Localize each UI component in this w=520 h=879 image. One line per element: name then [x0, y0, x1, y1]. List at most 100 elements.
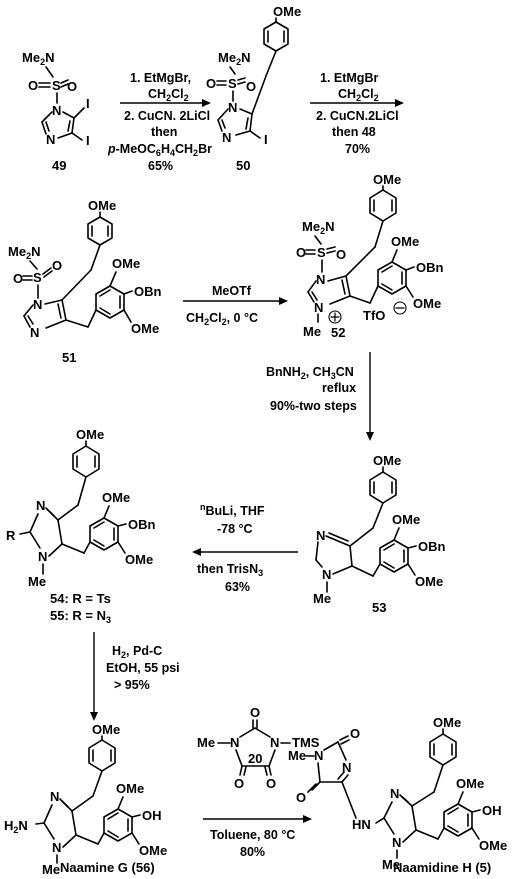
compound-54-label: 54: R = Ts	[50, 591, 111, 606]
reaction-step-5: nBuLi, THF -78 °C then TrisN3 63%	[192, 502, 298, 594]
imidazolone-n-label: N	[314, 748, 323, 763]
step1-reagent-3: p-MeOC6H4CH2Br	[107, 142, 212, 158]
reaction-step-6: H2, Pd-C EtOH, 55 psi > 95%	[90, 632, 180, 721]
compound-5: OMe N HN N Me OMe OH OMe O N	[288, 715, 507, 875]
oxygen-label: O	[246, 79, 256, 94]
benzyloxy-label: OBn	[128, 517, 156, 532]
methoxy-label: OMe	[415, 574, 443, 589]
compound-52-number: 52	[331, 325, 345, 340]
compound-54-55: OMe N R N Me OMe OBn OMe 54: R = Ts 55: …	[6, 427, 156, 625]
hydroxy-label: OH	[482, 803, 502, 818]
step1-reagent-1: 1. EtMgBr,	[130, 71, 191, 85]
step6-yield: > 95%	[114, 678, 150, 692]
iodine-label: I	[86, 133, 90, 148]
reaction-step-2: 1. EtMgBr CH2Cl2 2. CuCN.2LiCl then 48 7…	[310, 71, 404, 156]
sulfur-label: S	[52, 78, 61, 93]
oxygen-label: O	[13, 271, 23, 286]
compound-49-number: 49	[52, 158, 66, 173]
imidazole-n1-label: N	[38, 549, 47, 564]
sulfur-label: S	[317, 245, 326, 260]
compound-56: OMe N H2N N Me OMe OH OMe Naamine G (56)	[4, 722, 167, 877]
oxygen-label: O	[296, 245, 306, 260]
imidazole-n1-label: N	[52, 103, 61, 118]
compound-50: OMe Me2N S O O N N I 50	[206, 4, 301, 173]
triazole-n-label: N	[270, 735, 279, 750]
methoxy-label: OMe	[273, 4, 301, 19]
reaction-step-3: MeOTf CH2Cl2, 0 °C	[183, 284, 288, 327]
n-methyl-label: Me	[197, 735, 215, 750]
oxygen-label: O	[206, 76, 216, 91]
n-methyl-label: Me	[288, 748, 306, 763]
compound-51: OMe Me2N S O O N N OMe OBn	[8, 198, 162, 365]
n-methyl-label: Me	[382, 857, 400, 872]
step2-reagent-2: 2. CuCN.2LiCl	[316, 109, 399, 123]
dimethylamino-label: Me2N	[8, 244, 40, 261]
step6-catalyst: H2, Pd-C	[112, 644, 162, 660]
step5-electrophile: then TrisN3	[197, 562, 263, 578]
methoxy-label: OMe	[92, 722, 120, 737]
methoxy-label: OMe	[373, 453, 401, 468]
dimethylamino-label: Me2N	[218, 50, 250, 67]
reaction-step-7: Toluene, 80 °C 80%	[203, 815, 312, 859]
imidazole-n1-label: N	[33, 297, 42, 312]
hydroxy-label: OH	[142, 808, 162, 823]
methoxy-label: OMe	[131, 321, 159, 336]
oxygen-label: O	[52, 258, 62, 273]
compound-53: OMe N N Me OMe OBn OMe 53	[313, 453, 446, 615]
oxygen-label: O	[250, 705, 260, 720]
dimethylamino-label: Me2N	[302, 219, 334, 236]
imidazolone-n-label: N	[342, 760, 351, 775]
benzyloxy-label: OBn	[418, 539, 446, 554]
compound-20: O N Me N TMS O O 20	[197, 705, 320, 791]
methoxy-label: OMe	[456, 776, 484, 791]
compound-53-number: 53	[372, 600, 386, 615]
step2-solvent: CH2Cl2	[338, 87, 379, 103]
step1-yield: 65%	[148, 159, 173, 173]
step3-conditions: CH2Cl2, 0 °C	[186, 311, 258, 327]
step1-solvent: CH2Cl2	[148, 87, 189, 103]
amide-nh-label: HN	[352, 817, 371, 832]
imidazole-n3-label: N	[222, 130, 231, 145]
step7-yield: 80%	[240, 845, 265, 859]
imidazole-n1-label: N	[316, 272, 325, 287]
step4-reagents: BnNH2, CH3CN	[266, 365, 354, 381]
oxygen-label: O	[234, 776, 244, 791]
step2-reagent-1: 1. EtMgBr	[320, 71, 378, 85]
step2-yield: 70%	[345, 142, 370, 156]
step4-reflux: reflux	[322, 381, 356, 395]
n-methyl-label: Me	[42, 862, 60, 877]
imidazolium-n3-label: N	[314, 300, 323, 315]
imidazole-n3-label: N	[36, 498, 45, 513]
reaction-step-1: 1. EtMgBr, CH2Cl2 2. CuCN. 2LiCl then p-…	[107, 71, 212, 173]
step4-yield: 90%-two steps	[270, 399, 357, 413]
methoxy-label: OMe	[392, 512, 420, 527]
step5-yield: 63%	[225, 580, 250, 594]
step3-reagent: MeOTf	[212, 284, 252, 298]
imidazole-n3-label: N	[50, 789, 59, 804]
n-methyl-label: Me	[313, 591, 331, 606]
n-methyl-label: Me	[28, 574, 46, 589]
trimethylsilyl-label: TMS	[292, 735, 320, 750]
sulfur-label: S	[33, 270, 42, 285]
benzyloxy-label: OBn	[416, 260, 444, 275]
compound-5-name: Naamidine H (5)	[393, 860, 491, 875]
iodine-label: I	[86, 96, 90, 111]
compound-20-number: 20	[248, 751, 262, 766]
step5-base: nBuLi, THF	[200, 502, 265, 518]
compound-50-number: 50	[236, 158, 250, 173]
substituent-r-label: R	[6, 528, 16, 543]
amino-label: H2N	[4, 818, 28, 835]
compound-49: Me2N S O O N N I I 49	[22, 50, 90, 173]
methoxy-label: OMe	[413, 296, 441, 311]
methoxy-label: OMe	[88, 198, 116, 213]
sulfur-label: S	[228, 76, 237, 91]
negative-charge-icon	[393, 301, 407, 315]
oxygen-label: O	[336, 247, 346, 262]
benzyloxy-label: OBn	[134, 284, 162, 299]
methoxy-label: OMe	[102, 490, 130, 505]
imidazole-n3-label: N	[30, 325, 39, 340]
step1-then: then	[151, 125, 177, 139]
dimethylamino-label: Me2N	[22, 50, 54, 67]
compound-56-name: Naamine G (56)	[60, 860, 155, 875]
